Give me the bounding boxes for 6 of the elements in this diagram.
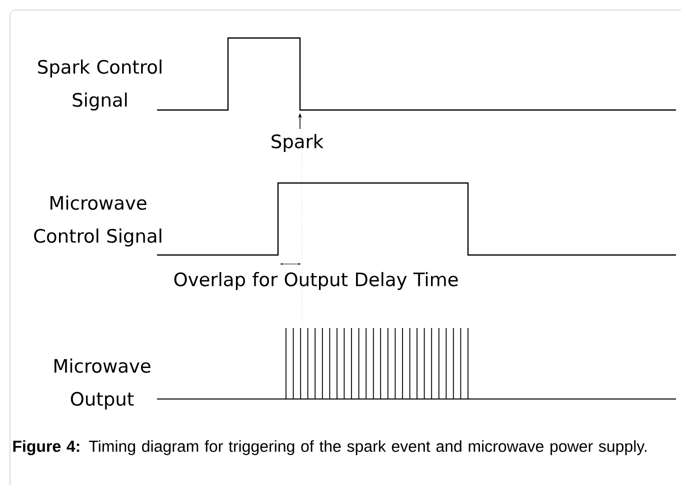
signal-label: Microwave Output [54,358,150,410]
signal-label: Microwave Control Signal [34,196,162,246]
signal-label: Spark [272,134,324,152]
signal-label: Overlap for Output Delay Time [174,272,458,290]
signal-label: Spark Control Signal [38,60,162,110]
caption: Figure 4: Timing diagram for triggering of the spark event and microwave power supply. [13,440,646,456]
